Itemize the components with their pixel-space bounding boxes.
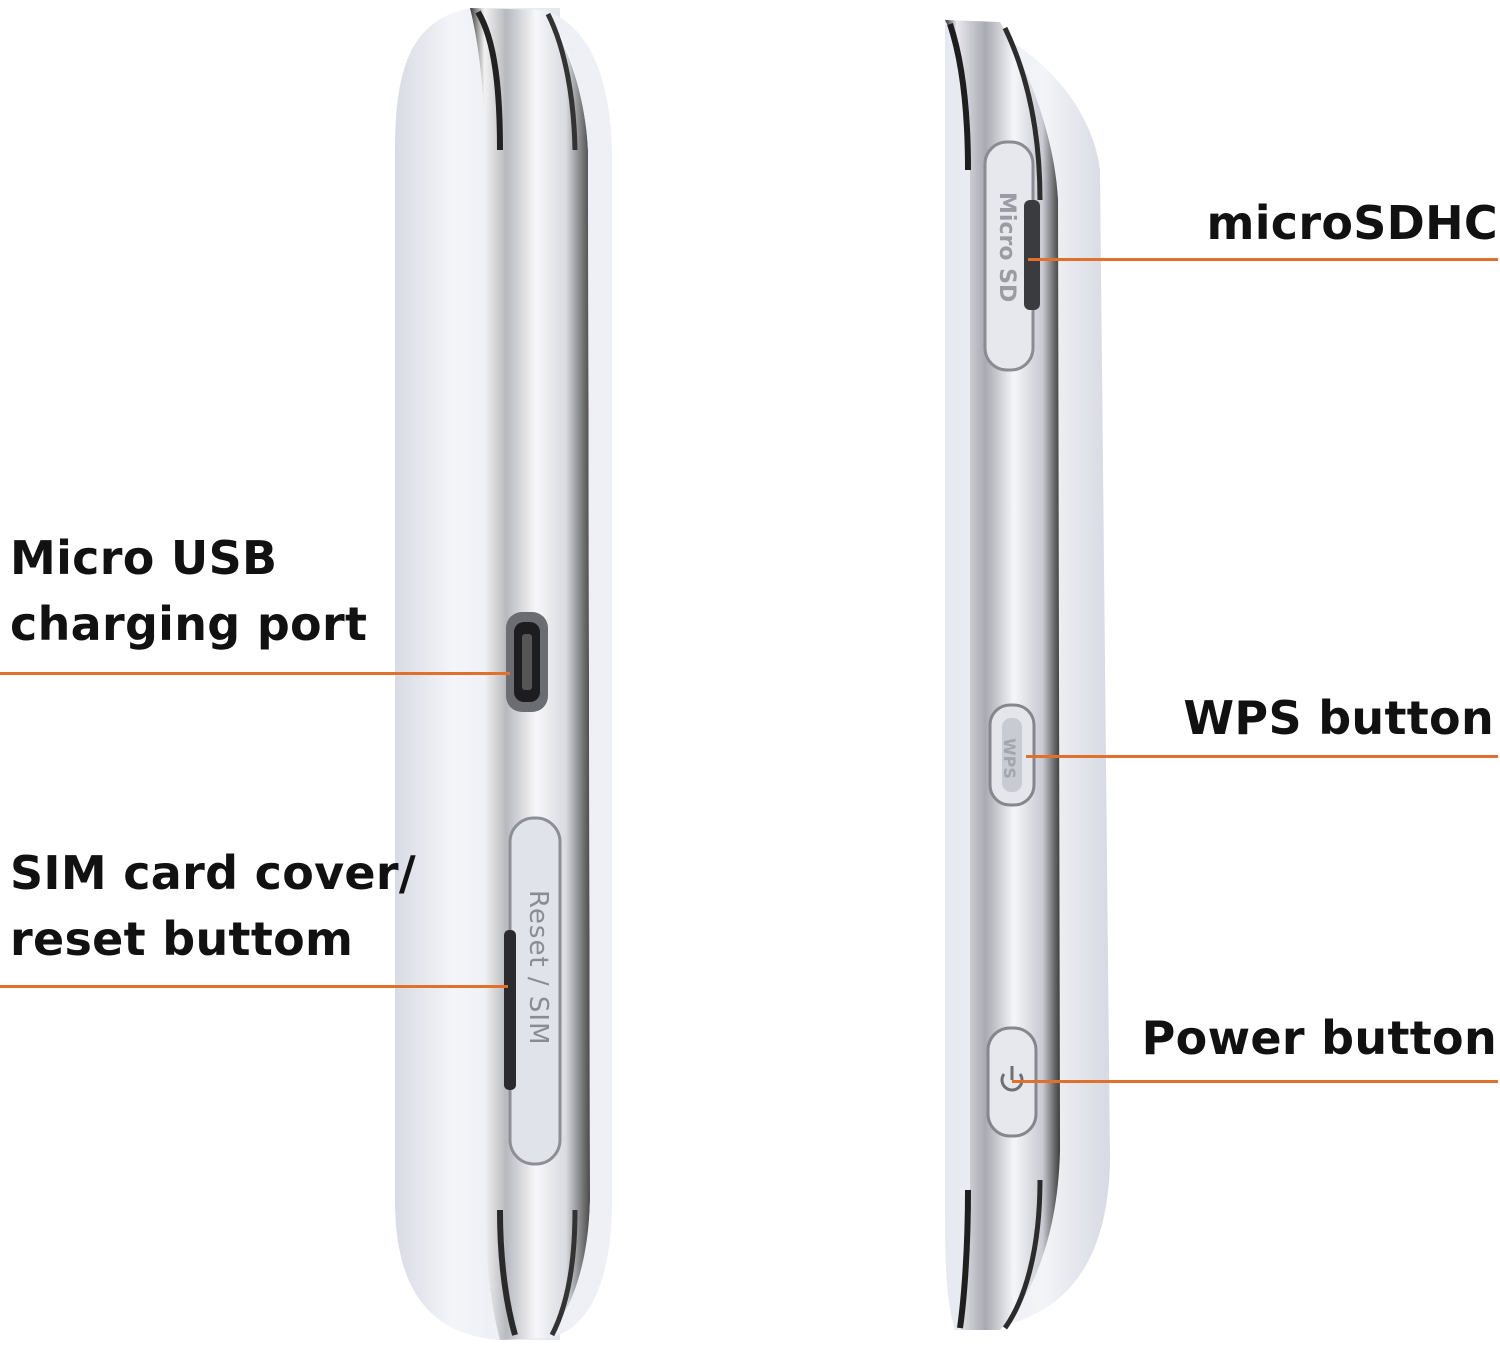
power-label: Power button (1141, 1011, 1497, 1065)
micro-usb-label-line2: charging port (10, 597, 368, 651)
sim-card-cover (504, 816, 562, 1166)
micro-usb-label-line1: Micro USB (10, 531, 278, 585)
sim-cover-label-line2: reset buttom (10, 912, 354, 966)
microsdhc-leader-line (1028, 258, 1498, 261)
power-icon (1000, 1066, 1024, 1092)
micro-usb-label: Micro USB charging port (10, 525, 367, 657)
sim-cover-leader-line (0, 985, 508, 988)
sim-cover-label: SIM card cover/ reset buttom (10, 840, 416, 972)
micro-sd-marking: Micro SD (994, 192, 1019, 302)
micro-usb-leader-line (0, 672, 510, 675)
wps-label: WPS button (1183, 691, 1494, 745)
reset-sim-marking: Reset / SIM (523, 890, 553, 1046)
microsd-slot-cover (983, 140, 1040, 372)
power-leader-line (1012, 1080, 1498, 1083)
wps-button (988, 703, 1036, 807)
micro-usb-port-icon (506, 612, 548, 712)
wps-marking: WPS (1000, 738, 1019, 779)
wps-leader-line (1026, 755, 1498, 758)
microsdhc-label: microSDHC (1206, 196, 1498, 250)
sim-cover-label-line1: SIM card cover/ (10, 846, 417, 900)
